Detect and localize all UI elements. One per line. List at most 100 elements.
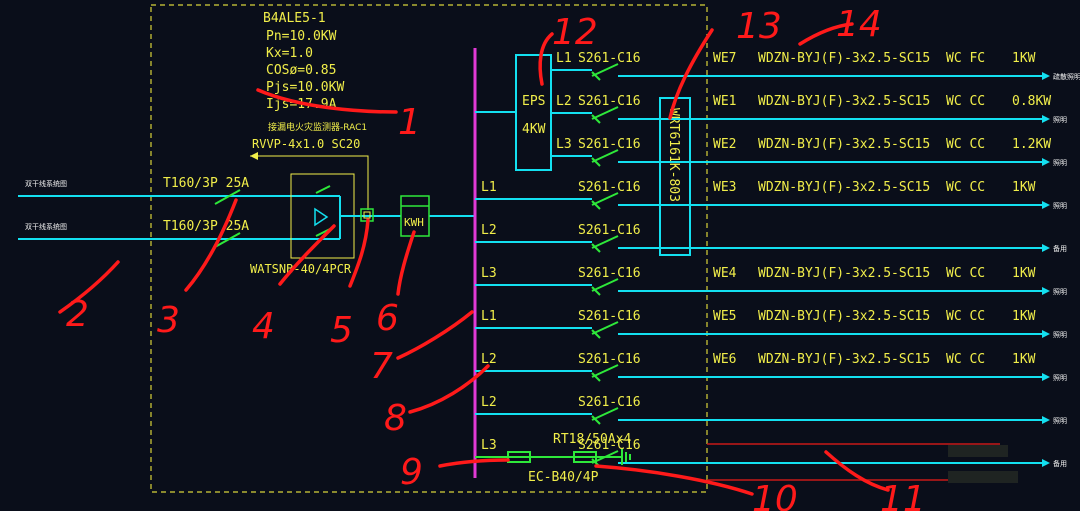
- branch-use: 照明: [1053, 374, 1067, 382]
- markup-stroke-3: [184, 198, 238, 292]
- panel-param-cos: COSø=0.85: [266, 63, 336, 78]
- markup-number-8: 8: [384, 398, 407, 439]
- branch-use: 备用: [1053, 459, 1067, 468]
- markup-stroke-5: [348, 218, 370, 288]
- branch-power: 1KW: [1012, 180, 1036, 195]
- branch-phase: L1: [556, 51, 572, 66]
- markup-number-11: 11: [880, 479, 926, 511]
- markup-number-4: 4: [252, 306, 275, 347]
- panel-param-pjs: Pjs=10.0KW: [266, 80, 344, 95]
- incoming-feeders: 双干线系统图 双干线系统图 T160/3P 25A T160/3P 25A: [18, 176, 300, 248]
- branch-use: 疏散照明: [1053, 72, 1080, 81]
- branch-power: 1KW: [1012, 352, 1036, 367]
- branch-use: 照明: [1053, 417, 1067, 425]
- branch-end-arrow: [1042, 330, 1050, 338]
- branch-breaker-mark: [591, 71, 601, 81]
- markup-number-3: 3: [157, 300, 180, 341]
- branch-install: WC CC: [946, 94, 985, 109]
- branch-phase: L2: [481, 352, 497, 367]
- branch-breaker-model: S261-C16: [578, 438, 641, 453]
- incoming-label-1: 双干线系统图: [25, 179, 67, 188]
- markup-stroke-10: [594, 464, 754, 496]
- branch-breaker-symbol: [591, 149, 619, 163]
- spd-fuse-label: RT18/50Ax4: [553, 432, 631, 447]
- branch-use: 照明: [1053, 116, 1067, 124]
- branch-circuit-id: WE7: [713, 51, 736, 66]
- branch-circuit-id: WE1: [713, 94, 736, 109]
- red-markups: 1 2 3 4 5 6 7 8 9 10 11 12 13 14: [58, 4, 926, 511]
- markup-number-9: 9: [400, 452, 423, 493]
- branch-cable: WDZN-BYJ(F)-3x2.5-SC15: [758, 180, 930, 195]
- branch-install: WC CC: [946, 309, 985, 324]
- branch-breaker-model: S261-C16: [578, 137, 641, 152]
- panel-name: B4ALE5-1: [263, 11, 326, 26]
- branch-use: 照明: [1053, 288, 1067, 296]
- eps-power: 4KW: [522, 122, 546, 137]
- wrt-label: WRT6161K-803: [666, 108, 681, 202]
- markup-stroke-13: [668, 28, 714, 120]
- branch-phase: L2: [481, 223, 497, 238]
- panel-param-pn: Pn=10.0KW: [266, 29, 337, 44]
- markup-number-6: 6: [376, 298, 399, 339]
- branch-circuit-id: WE6: [713, 352, 736, 367]
- branch-end-arrow: [1042, 373, 1050, 381]
- branch-breaker-mark: [591, 200, 601, 210]
- branch-use: 备用: [1053, 244, 1067, 253]
- branch-install: WC CC: [946, 352, 985, 367]
- eps-label: EPS: [522, 94, 545, 109]
- branch-breaker-model: S261-C16: [578, 223, 641, 238]
- ats-symbol: [314, 207, 329, 227]
- branch-install: WC CC: [946, 266, 985, 281]
- branch-breaker-model: S261-C16: [578, 309, 641, 324]
- markup-number-5: 5: [330, 310, 353, 351]
- branch-end-arrow: [1042, 244, 1050, 252]
- branch-breaker-model: S261-C16: [578, 266, 641, 281]
- markup-stroke-9: [438, 458, 510, 468]
- incoming-breaker-2: T160/3P 25A: [163, 219, 249, 234]
- branch-circuit-id: WE2: [713, 137, 736, 152]
- branch-breaker-symbol: [591, 407, 619, 421]
- branch-end-arrow: [1042, 158, 1050, 166]
- branch-power: 0.8KW: [1012, 94, 1051, 109]
- kwh-label: KWH: [404, 216, 424, 229]
- branch-breaker-symbol: [591, 364, 619, 378]
- branch-breaker-model: S261-C16: [578, 180, 641, 195]
- branch-breaker-mark: [591, 415, 601, 425]
- branch-breaker-mark: [591, 243, 601, 253]
- branch-use: 照明: [1053, 331, 1067, 339]
- branch-end-arrow: [1042, 72, 1050, 80]
- markup-stroke-6: [396, 230, 416, 296]
- branch-phase: L3: [481, 438, 497, 453]
- markup-stroke-2: [58, 260, 120, 314]
- markup-stroke-1: [256, 88, 398, 114]
- monitor-arrow: [250, 152, 258, 160]
- panel-param-kx: Kx=1.0: [266, 46, 313, 61]
- markup-number-1: 1: [398, 102, 421, 143]
- monitor-cable: RVVP-4x1.0 SC20: [252, 137, 360, 151]
- spd-model-label: EC-B40/4P: [528, 470, 599, 485]
- branch-use: 照明: [1053, 202, 1067, 210]
- markup-number-13: 13: [736, 6, 782, 47]
- branch-phase: L1: [481, 309, 497, 324]
- branch-power: 1KW: [1012, 266, 1036, 281]
- markup-number-12: 12: [552, 12, 598, 53]
- branch-circuit-id: WE3: [713, 180, 736, 195]
- branch-end-arrow: [1042, 115, 1050, 123]
- incoming-label-2: 双干线系统图: [25, 222, 67, 231]
- branch-breaker-model: S261-C16: [578, 352, 641, 367]
- markup-stroke-12: [538, 32, 554, 86]
- ats-model: WATSNB-40/4PCR: [250, 262, 352, 276]
- branch-breaker-mark: [591, 372, 601, 382]
- monitor-label: 接漏电火灾监测器-RAC1: [268, 121, 367, 133]
- kwh-meter: KWH: [400, 195, 430, 237]
- branch-cable: WDZN-BYJ(F)-3x2.5-SC15: [758, 309, 930, 324]
- incoming-breaker-1: T160/3P 25A: [163, 176, 249, 191]
